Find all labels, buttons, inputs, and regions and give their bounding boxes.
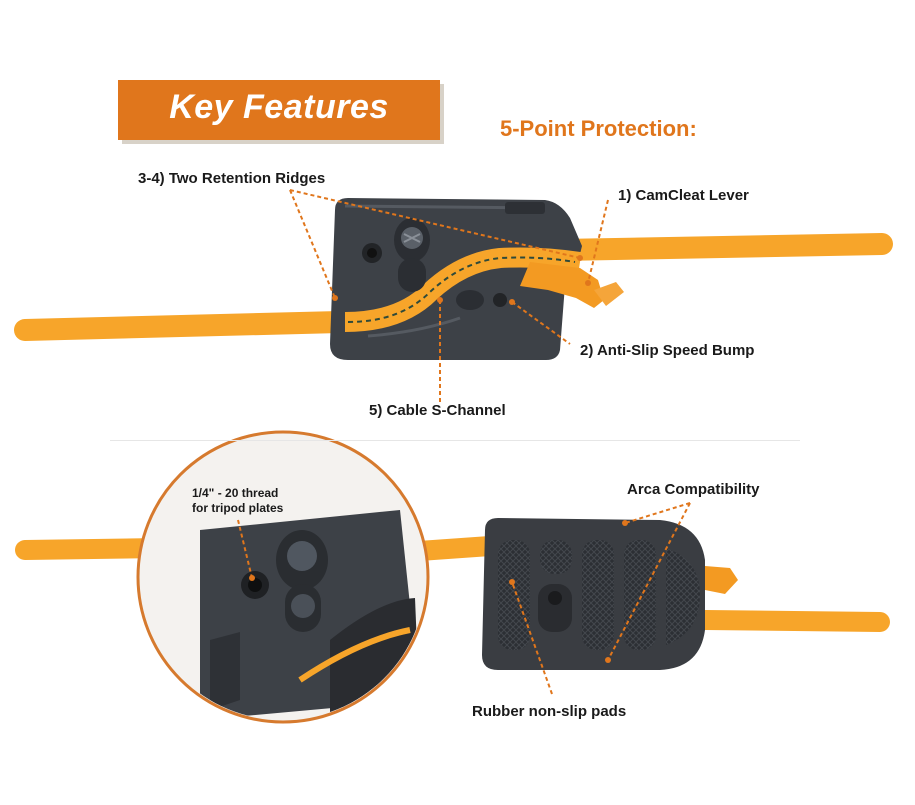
camcleat-device-top [330, 198, 624, 360]
bottom-callout-dots [249, 520, 628, 663]
page-title: Key Features [169, 88, 389, 126]
top-callout-lines [289, 189, 609, 402]
camcleat-lever-label: 1) CamCleat Lever [618, 187, 749, 204]
top-callout-dots [332, 255, 591, 305]
thread-label-line2: for tripod plates [192, 501, 284, 515]
bottom-callout-lines [237, 502, 691, 695]
s-channel-label: 5) Cable S-Channel [369, 402, 506, 419]
speed-bump-label: 2) Anti-Slip Speed Bump [580, 342, 755, 359]
top-cable [14, 233, 893, 341]
arca-compatibility-label: Arca Compatibility [627, 481, 760, 498]
magnifier-circle [136, 430, 430, 724]
retention-ridges-label: 3-4) Two Retention Ridges [138, 170, 326, 187]
thread-label-line1: 1/4" - 20 thread [192, 486, 279, 500]
section-divider [110, 440, 800, 441]
key-features-banner: Key Features [118, 80, 440, 140]
protection-subtitle: 5-Point Protection: [500, 116, 697, 141]
camcleat-device-bottom [482, 518, 738, 670]
rubber-pads-label: Rubber non-slip pads [472, 703, 627, 720]
